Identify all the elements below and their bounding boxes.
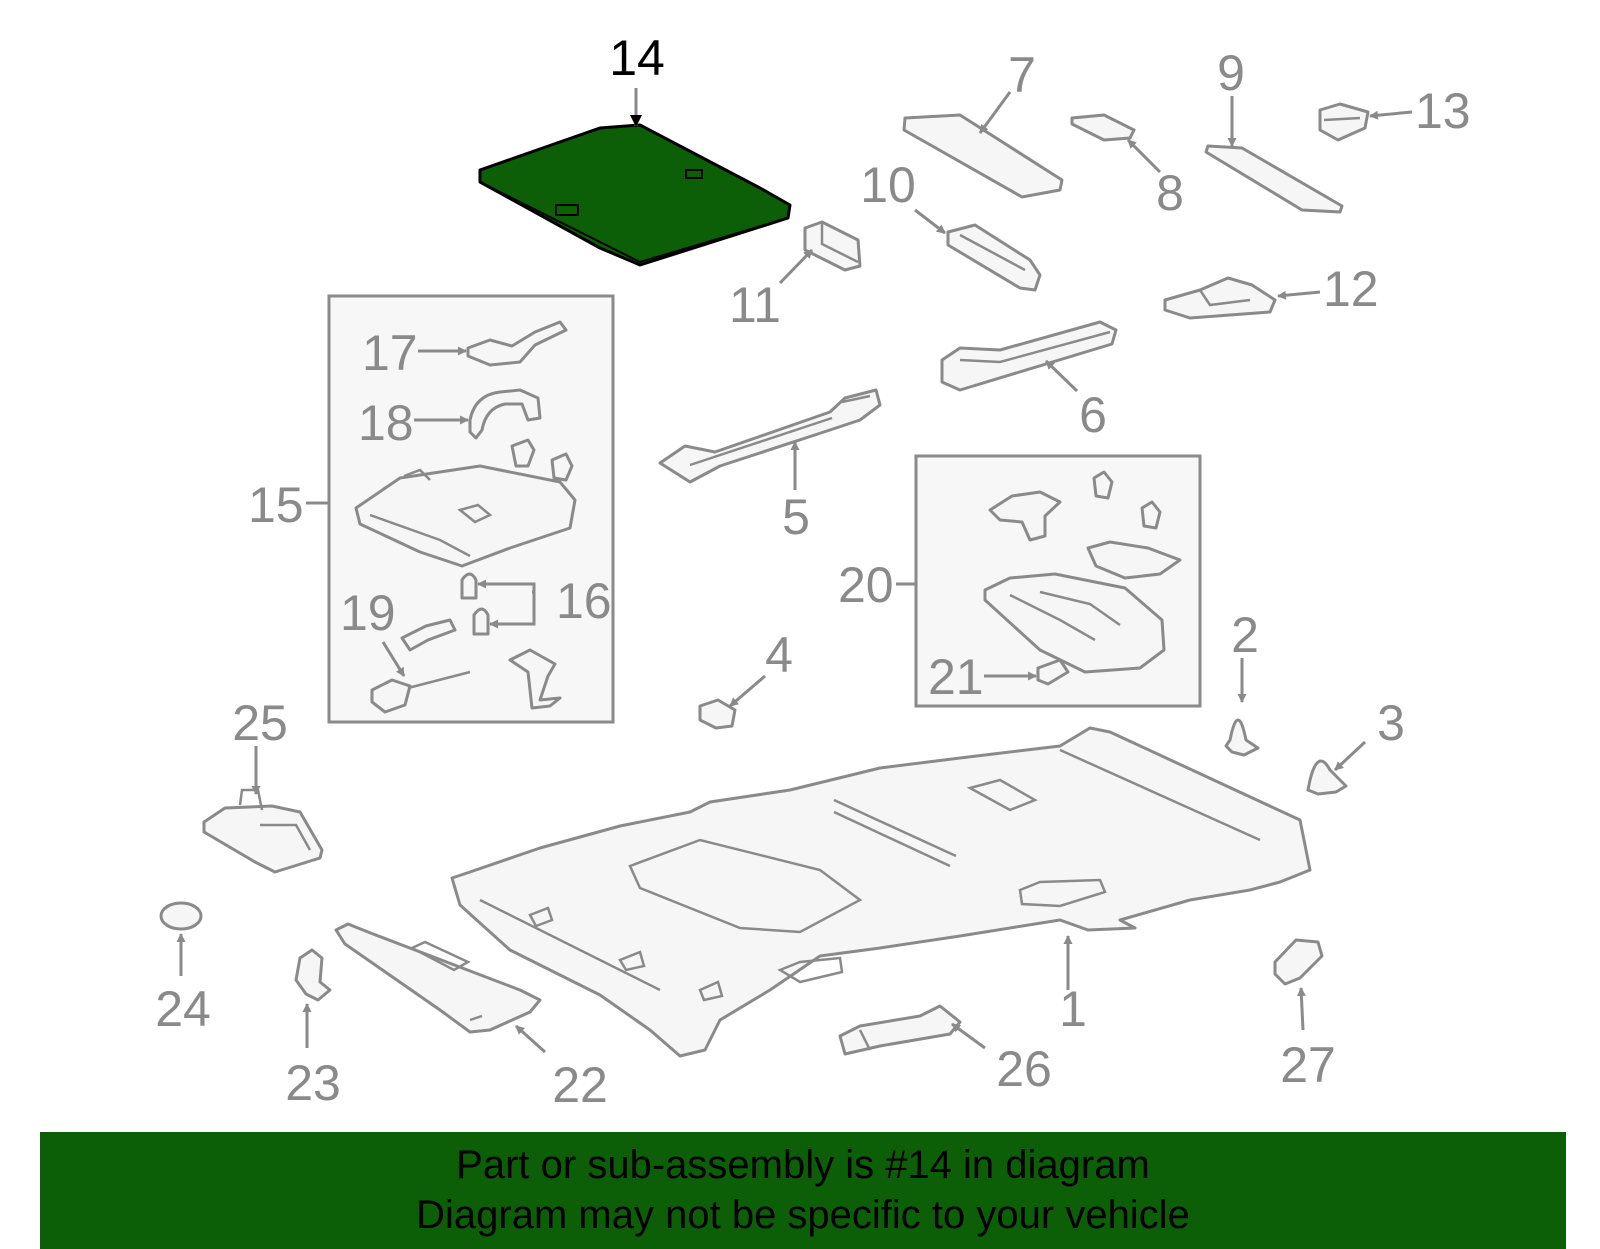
callout-7: 7 xyxy=(1008,47,1036,103)
leader-6 xyxy=(1044,359,1079,393)
part-8-bracket[interactable] xyxy=(1070,113,1136,142)
leader-8 xyxy=(1126,138,1162,174)
part-21-bulb[interactable] xyxy=(1036,658,1070,686)
callout-22: 22 xyxy=(552,1057,608,1113)
callout-9: 9 xyxy=(1217,45,1245,101)
callout-27: 27 xyxy=(1280,1037,1336,1093)
part-24-ring[interactable] xyxy=(159,901,203,931)
callout-17: 17 xyxy=(362,325,418,381)
part-15-console[interactable] xyxy=(354,464,577,568)
callout-4: 4 xyxy=(765,627,793,683)
callout-3: 3 xyxy=(1377,695,1405,751)
callout-5: 5 xyxy=(782,489,810,545)
part-26-bracket[interactable] xyxy=(838,1004,962,1056)
part-18-grab-bracket[interactable] xyxy=(468,388,542,440)
callout-2: 2 xyxy=(1231,607,1259,663)
part-5-rail[interactable] xyxy=(658,388,882,484)
callout-25: 25 xyxy=(232,695,288,751)
part-6-rail[interactable] xyxy=(940,320,1118,392)
leader-7 xyxy=(978,91,1012,134)
callout-15: 15 xyxy=(248,477,304,533)
part-25-lamp[interactable] xyxy=(202,788,324,874)
part-12-bracket[interactable] xyxy=(1163,276,1277,320)
callout-21: 21 xyxy=(928,649,984,705)
banner-line-2: Diagram may not be specific to your vehi… xyxy=(416,1193,1190,1237)
part-1-headliner[interactable] xyxy=(450,726,1312,1058)
leader-12 xyxy=(1277,290,1321,300)
part-10-bracket[interactable] xyxy=(946,223,1042,292)
callout-24: 24 xyxy=(155,981,211,1037)
part-16-bulbs[interactable] xyxy=(460,572,490,636)
callout-19: 19 xyxy=(340,585,396,641)
leader-16b xyxy=(489,592,536,629)
info-banner: Part or sub-assembly is #14 in diagram D… xyxy=(40,1132,1566,1249)
part-14-sunshade[interactable] xyxy=(478,123,792,267)
leader-11 xyxy=(778,248,814,285)
part-2-clip[interactable] xyxy=(1224,718,1260,757)
callout-13: 13 xyxy=(1415,83,1471,139)
leader-22 xyxy=(514,1024,547,1054)
leader-19 xyxy=(381,641,406,677)
callout-16: 16 xyxy=(556,573,612,629)
callout-11: 11 xyxy=(729,277,781,333)
part-27-hook[interactable] xyxy=(1273,938,1324,986)
part-20-console[interactable] xyxy=(983,470,1182,674)
leader-10 xyxy=(914,208,946,235)
part-11-block[interactable] xyxy=(803,220,862,272)
leader-4 xyxy=(729,674,766,708)
leader-26 xyxy=(951,1022,986,1050)
callout-6: 6 xyxy=(1079,387,1107,443)
part-clips-15[interactable] xyxy=(510,438,574,482)
part-3-clip[interactable] xyxy=(1306,759,1348,796)
banner-line-1: Part or sub-assembly is #14 in diagram xyxy=(456,1143,1150,1187)
part-4-clip[interactable] xyxy=(698,698,737,730)
callout-10: 10 xyxy=(860,157,916,213)
part-17-bracket[interactable] xyxy=(466,320,568,367)
part-22-sunvisor[interactable] xyxy=(334,922,542,1034)
part-23-holder[interactable] xyxy=(294,948,332,1002)
part-7-trim-strip[interactable] xyxy=(902,113,1064,199)
leader-13 xyxy=(1369,110,1413,120)
part-19-wiring[interactable] xyxy=(370,618,562,714)
leader-3 xyxy=(1333,740,1367,772)
callout-1: 1 xyxy=(1059,981,1087,1037)
callout-20: 20 xyxy=(838,557,894,613)
leader-27 xyxy=(1296,987,1306,1031)
callout-8: 8 xyxy=(1156,165,1184,221)
part-9-strip[interactable] xyxy=(1204,144,1344,214)
callout-23: 23 xyxy=(285,1055,341,1111)
callout-18: 18 xyxy=(358,395,414,451)
callout-26: 26 xyxy=(996,1041,1052,1097)
callout-14: 14 xyxy=(609,30,665,86)
callout-12: 12 xyxy=(1323,261,1379,317)
part-13-clip[interactable] xyxy=(1318,102,1370,142)
